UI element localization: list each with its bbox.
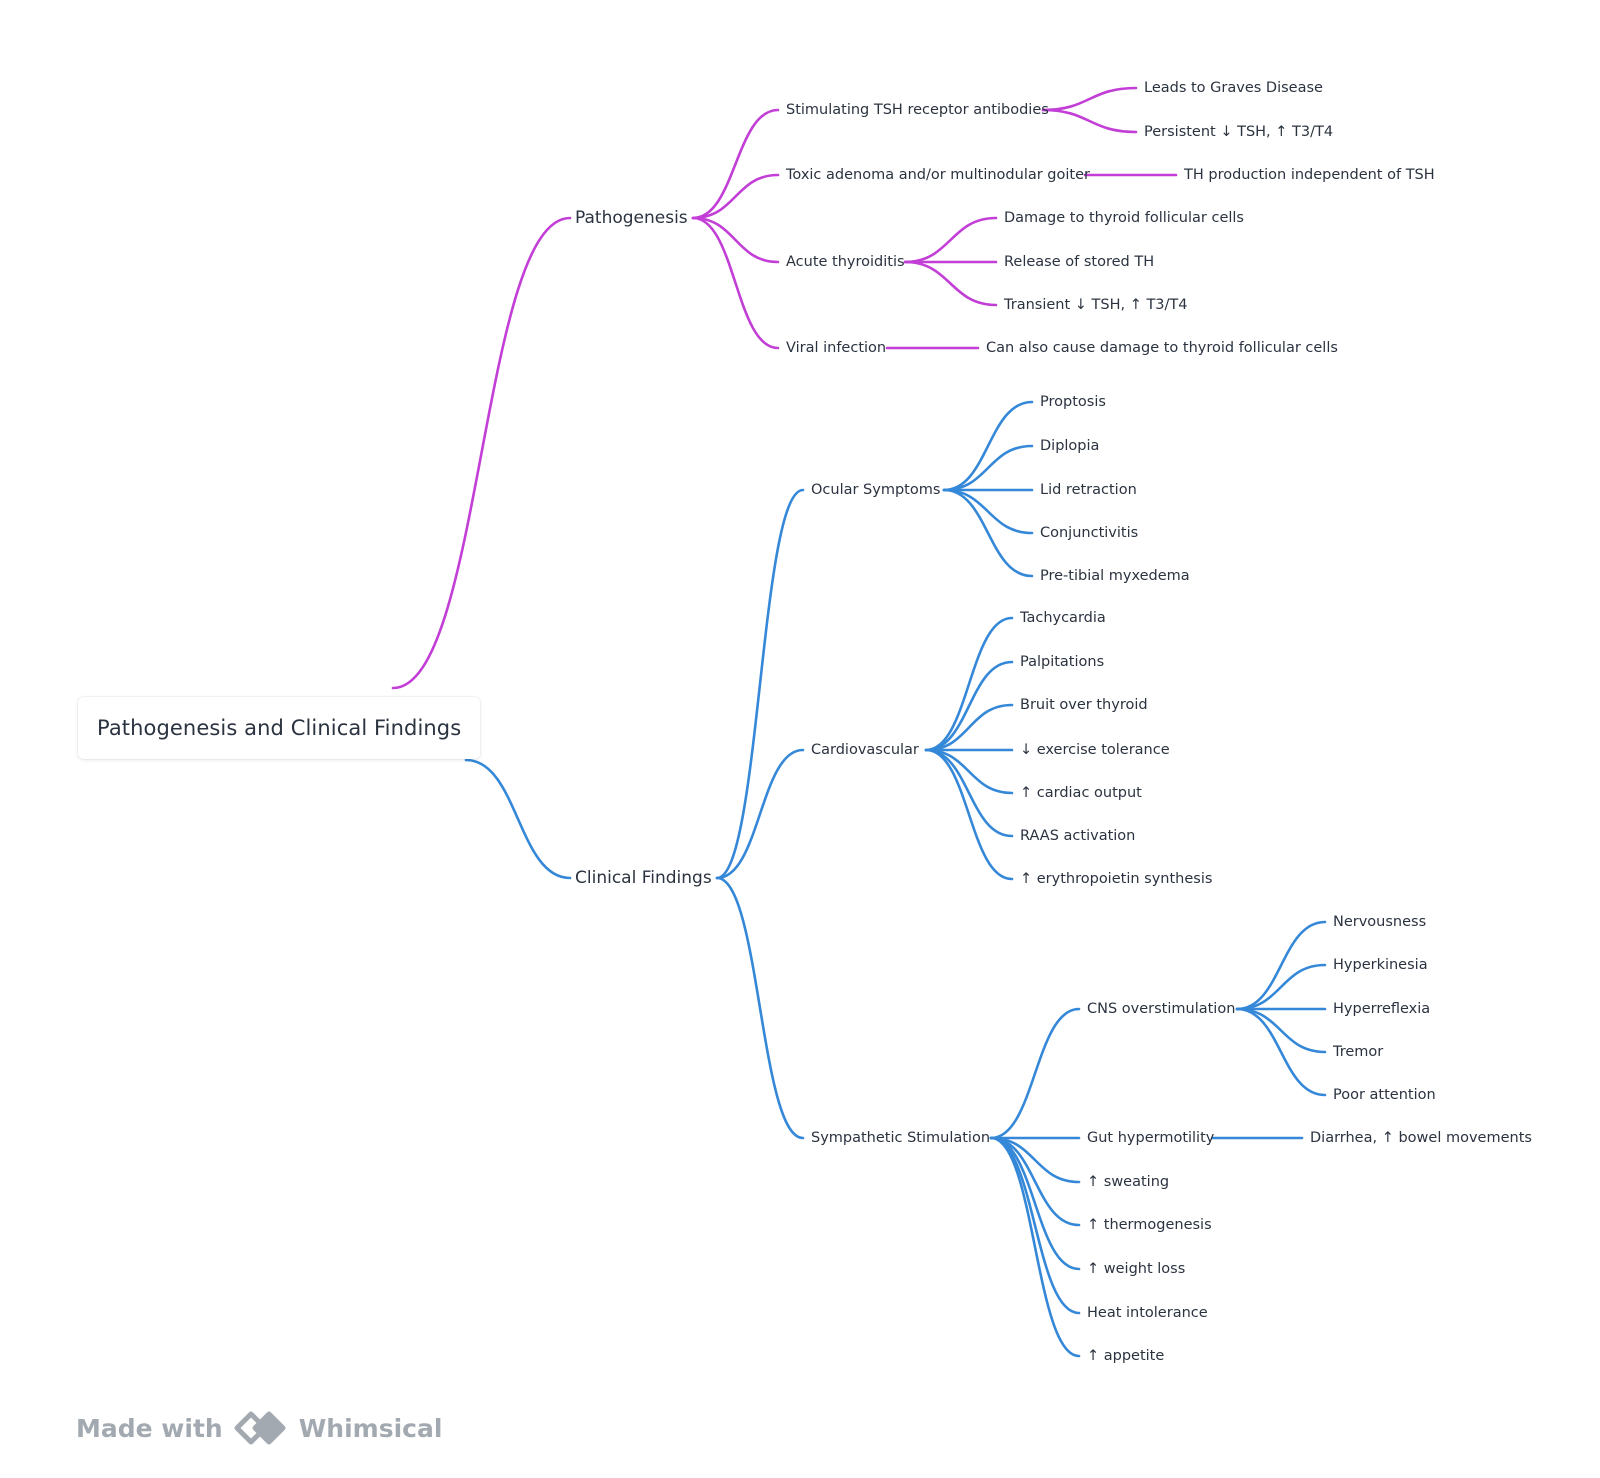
connector-line (989, 1007, 1081, 1140)
whimsical-logo-icon (234, 1411, 286, 1445)
node-label[interactable]: Damage to thyroid follicular cells (1004, 210, 1244, 226)
connector-line (1235, 1007, 1327, 1097)
node-label[interactable]: ↑ cardiac output (1020, 785, 1142, 801)
node-label[interactable]: ↑ erythropoietin synthesis (1020, 871, 1213, 887)
connector-line (691, 108, 780, 220)
node-label[interactable]: TH production independent of TSH (1184, 167, 1435, 183)
node-label[interactable]: Transient ↓ TSH, ↑ T3/T4 (1004, 297, 1188, 313)
connector-line (691, 216, 780, 350)
node-label[interactable]: Heat intolerance (1087, 1305, 1208, 1321)
node-label[interactable]: Diplopia (1040, 438, 1100, 454)
node-label[interactable]: Diarrhea, ↑ bowel movements (1310, 1130, 1532, 1146)
node-label[interactable]: CNS overstimulation (1087, 1001, 1236, 1017)
node-label[interactable]: Ocular Symptoms (811, 482, 941, 498)
node-label[interactable]: Can also cause damage to thyroid follicu… (986, 340, 1338, 356)
node-label[interactable]: Proptosis (1040, 394, 1106, 410)
node-label[interactable]: ↑ weight loss (1087, 1261, 1186, 1277)
node-label[interactable]: Palpitations (1020, 654, 1105, 670)
node-label[interactable]: Pathogenesis (575, 208, 688, 228)
node-label[interactable]: Release of stored TH (1004, 254, 1155, 270)
node-label[interactable]: Gut hypermotility (1087, 1130, 1215, 1146)
made-with-whimsical-badge[interactable]: Made with Whimsical (76, 1406, 442, 1450)
connector-line (715, 748, 805, 880)
node-label[interactable]: Hyperkinesia (1333, 957, 1428, 973)
node-label[interactable]: ↑ thermogenesis (1087, 1217, 1212, 1233)
node-label[interactable]: Sympathetic Stimulation (811, 1130, 991, 1146)
connector-line (924, 748, 1014, 838)
node-label[interactable]: Viral infection (786, 340, 887, 356)
connector-line (1235, 920, 1327, 1011)
whimsical-brand-text: Whimsical (298, 1413, 443, 1443)
connector-line (715, 876, 805, 1140)
connector-line (924, 616, 1014, 752)
node-label[interactable]: Acute thyroiditis (786, 254, 905, 270)
node-label[interactable]: Lid retraction (1040, 482, 1137, 498)
node-label[interactable]: ↓ exercise tolerance (1020, 742, 1170, 758)
connector-line (924, 660, 1014, 752)
node-label[interactable]: Tremor (1333, 1044, 1384, 1060)
node-label[interactable]: Persistent ↓ TSH, ↑ T3/T4 (1144, 124, 1334, 140)
node-label[interactable]: Bruit over thyroid (1020, 697, 1148, 713)
node-label[interactable]: Toxic adenoma and/or multinodular goiter (786, 167, 1090, 183)
root-node[interactable]: Pathogenesis and Clinical Findings (78, 697, 480, 759)
node-label[interactable]: Nervousness (1333, 914, 1427, 930)
node-label[interactable]: Pre-tibial myxedema (1040, 568, 1190, 584)
connector-line (924, 703, 1014, 752)
connector-line (942, 488, 1034, 578)
connector-line (691, 216, 780, 264)
connector-line (1235, 963, 1327, 1011)
node-label[interactable]: Hyperreflexia (1333, 1001, 1431, 1017)
connector-line (391, 216, 572, 690)
connector-line (903, 216, 998, 264)
connector-line (1235, 1007, 1327, 1054)
connector-line (715, 488, 805, 880)
connector-line (924, 748, 1014, 795)
connector-line (989, 1136, 1081, 1358)
connector-line (942, 400, 1034, 492)
connector-line (989, 1136, 1081, 1315)
node-label[interactable]: ↑ sweating (1087, 1174, 1170, 1190)
node-label[interactable]: Stimulating TSH receptor antibodies (786, 102, 1049, 118)
node-label[interactable]: Leads to Graves Disease (1144, 80, 1323, 96)
connector-line (464, 758, 572, 880)
node-label[interactable]: ↑ appetite (1087, 1348, 1165, 1364)
node-label[interactable]: Cardiovascular (811, 742, 919, 758)
node-label[interactable]: Tachycardia (1020, 610, 1106, 626)
connector-line (691, 173, 780, 220)
connector-line (1041, 108, 1138, 134)
node-label[interactable]: Poor attention (1333, 1087, 1436, 1103)
made-with-text: Made with (76, 1413, 223, 1443)
connector-line (924, 748, 1014, 881)
node-label[interactable]: Conjunctivitis (1040, 525, 1139, 541)
node-label[interactable]: RAAS activation (1020, 828, 1136, 844)
connector-line (942, 444, 1034, 492)
connector-line (942, 488, 1034, 535)
connector-line (903, 260, 998, 307)
node-label[interactable]: Clinical Findings (575, 868, 712, 888)
connector-line (1041, 86, 1138, 112)
root-node-label: Pathogenesis and Clinical Findings (97, 716, 462, 740)
